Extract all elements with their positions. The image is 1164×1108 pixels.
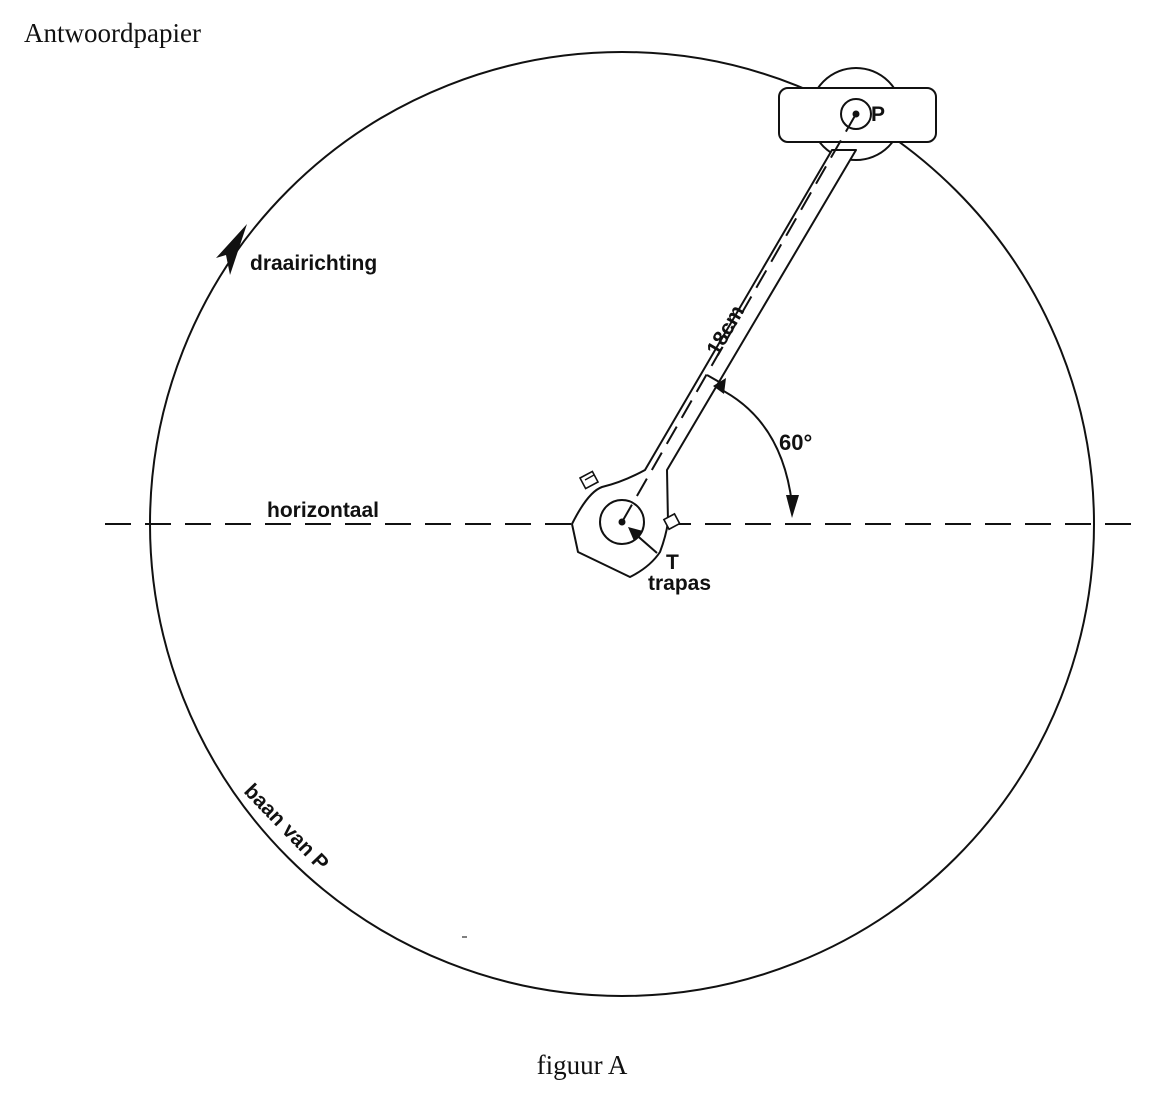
axle-name-label: trapas: [648, 572, 711, 595]
pedal-point-label: P: [871, 103, 885, 126]
pedal-path-circle: [149, 51, 1095, 997]
figure-caption: figuur A: [536, 1050, 628, 1080]
angle-label: 60°: [779, 430, 812, 455]
angle-arc: [717, 387, 793, 505]
crank-nub-left: [578, 470, 600, 490]
path-label: baan van P: [239, 779, 333, 875]
crank-centre-line: [621, 113, 857, 523]
axle-point-label: T: [666, 551, 679, 574]
crank-nub-right: [662, 512, 681, 531]
crank-nub-left-line: [584, 474, 595, 481]
angle-arrowhead-bottom: [786, 495, 799, 518]
rotation-direction-label: draairichting: [250, 252, 377, 275]
rotation-direction-arrow: [216, 224, 247, 275]
dimension-tick: [706, 374, 722, 384]
angle-arrowhead-top: [713, 378, 726, 394]
page-heading: Antwoordpapier: [24, 18, 201, 48]
axle-pointer-arrowhead: [628, 527, 643, 541]
horizontal-label: horizontaal: [267, 499, 379, 522]
